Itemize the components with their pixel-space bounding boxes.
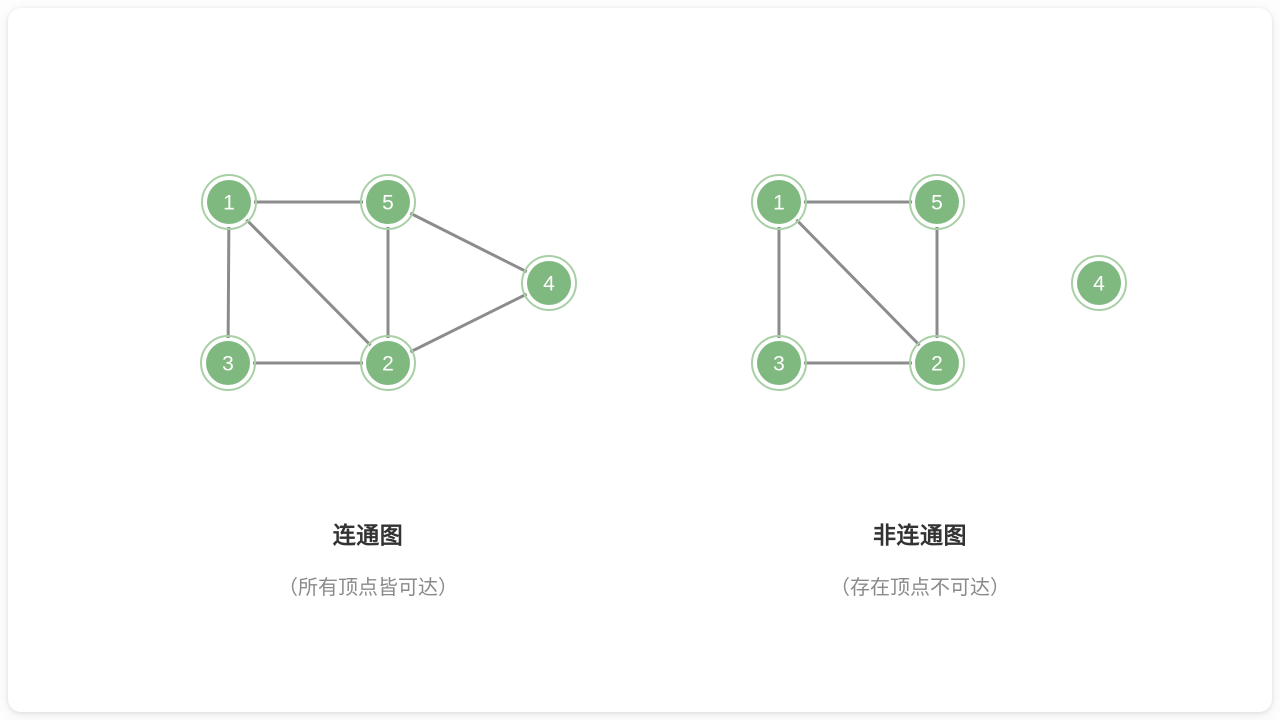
node-label: 5 — [382, 192, 394, 215]
node-outer-ring — [360, 174, 416, 230]
graph-node[interactable]: 2 — [360, 335, 416, 391]
nodes-layer: 1 5 4 3 2 1 5 3 2 4 — [200, 174, 1127, 391]
panel-title: 非连通图 — [873, 522, 967, 548]
graph-edge — [227, 200, 390, 365]
graph-edge — [387, 281, 550, 365]
panel-subtitle: （所有顶点皆可达） — [278, 577, 458, 599]
graph-node[interactable]: 3 — [751, 335, 807, 391]
edges-layer — [226, 200, 939, 365]
graph-canvas-layer: 1 5 4 3 2 1 5 3 2 4 — [8, 8, 1272, 712]
node-label: 3 — [222, 353, 234, 376]
panel-subtitle: （存在顶点不可达） — [830, 577, 1010, 599]
graph-node[interactable]: 3 — [200, 335, 256, 391]
node-outer-ring — [751, 174, 807, 230]
node-label: 3 — [773, 353, 785, 376]
node-disc — [207, 180, 251, 224]
node-label: 2 — [382, 353, 394, 376]
graph-node[interactable]: 4 — [1071, 255, 1127, 311]
node-outer-ring — [1071, 255, 1127, 311]
node-disc — [527, 261, 571, 305]
node-disc — [915, 180, 959, 224]
node-outer-ring — [751, 335, 807, 391]
node-outer-ring — [201, 174, 257, 230]
graph-edge — [387, 200, 550, 285]
graph-node[interactable]: 5 — [360, 174, 416, 230]
node-outer-ring — [200, 335, 256, 391]
graph-node[interactable]: 5 — [909, 174, 965, 230]
node-disc — [757, 180, 801, 224]
node-outer-ring — [521, 255, 577, 311]
node-label: 1 — [223, 192, 235, 215]
figure-card: 1 5 4 3 2 1 5 3 2 4 连通图 （所有顶点皆可达） 非连通图 （存在顶点不可达） — [8, 8, 1272, 712]
node-outer-ring — [360, 335, 416, 391]
graph-node[interactable]: 1 — [201, 174, 257, 230]
graph-node[interactable]: 1 — [751, 174, 807, 230]
node-disc — [366, 341, 410, 385]
panel-caption-disconnected-graph: 非连通图 （存在顶点不可达） — [740, 519, 1100, 603]
panel-caption-connected-graph: 连通图 （所有顶点皆可达） — [188, 519, 548, 603]
node-outer-ring — [909, 174, 965, 230]
node-disc — [915, 341, 959, 385]
graph-node[interactable]: 4 — [521, 255, 577, 311]
node-label: 2 — [931, 353, 943, 376]
node-label: 4 — [1093, 273, 1105, 296]
graph-node[interactable]: 2 — [909, 335, 965, 391]
panel-title: 连通图 — [332, 522, 404, 548]
graph-svg: 1 5 4 3 2 1 5 3 2 4 — [200, 174, 1127, 391]
graph-edge — [777, 200, 939, 365]
node-label: 4 — [543, 273, 555, 296]
node-label: 5 — [931, 192, 943, 215]
node-outer-ring — [909, 335, 965, 391]
node-disc — [1077, 261, 1121, 305]
node-disc — [366, 180, 410, 224]
node-label: 1 — [773, 192, 785, 215]
node-disc — [757, 341, 801, 385]
node-disc — [206, 341, 250, 385]
